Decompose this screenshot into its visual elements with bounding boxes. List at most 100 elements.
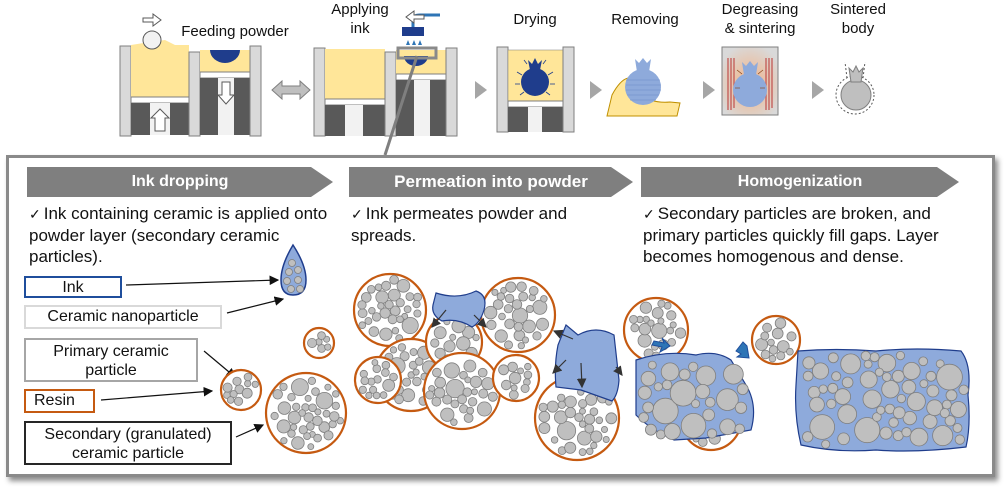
primary-particle — [501, 379, 512, 391]
flow-arrows — [431, 309, 623, 389]
primary-particle — [645, 423, 657, 436]
primary-particle — [401, 316, 419, 334]
primary-particle — [639, 301, 653, 314]
primary-particle — [432, 367, 442, 378]
primary-particle — [578, 399, 588, 409]
primary-particle — [925, 370, 937, 382]
primary-particle — [364, 317, 373, 325]
primary-particle — [456, 336, 471, 351]
legend-ink: Ink — [24, 276, 122, 298]
primary-particle — [771, 327, 784, 340]
secondary-particle — [491, 353, 541, 403]
secondary-particle — [533, 374, 621, 462]
primary-particle — [494, 329, 508, 343]
primary-particle — [584, 423, 595, 434]
primary-particle — [312, 415, 323, 427]
print-head-icon — [402, 27, 424, 36]
chevron-right-icon — [812, 81, 824, 99]
primary-particle — [877, 353, 897, 373]
primary-particle — [503, 304, 513, 314]
legend-secondary-ceramic-particle: Secondary (granulated) ceramic particle — [24, 421, 232, 465]
primary-particle — [520, 383, 530, 393]
stage-banner-permeation: Permeation into powder — [349, 167, 633, 197]
primary-particle — [368, 306, 376, 315]
primary-particle — [642, 315, 650, 323]
primary-particle — [837, 432, 850, 446]
primary-particle — [381, 360, 391, 370]
secondary-particle — [352, 272, 428, 348]
primary-particle — [918, 356, 928, 367]
primary-particle — [357, 308, 368, 319]
primary-particle — [536, 317, 550, 331]
secondary-particle — [422, 351, 502, 431]
primary-particle — [504, 293, 515, 304]
primary-particle — [590, 441, 598, 450]
primary-particle — [831, 371, 842, 382]
stage-description-homogenization: ✓Secondary particles are broken, and pri… — [643, 204, 939, 266]
primary-particle — [862, 389, 882, 409]
nanoparticle-pointer-arrow — [226, 296, 285, 314]
primary-particle — [691, 399, 701, 409]
primary-particle — [661, 379, 673, 391]
primary-particle — [433, 387, 446, 399]
primary-particle — [371, 359, 379, 366]
primary-particle — [307, 376, 316, 385]
primary-particle — [413, 309, 422, 318]
primary-particle — [919, 379, 929, 389]
primary-particle — [402, 377, 412, 387]
primary-particle — [307, 443, 315, 451]
legend-resin: Resin — [24, 389, 95, 413]
primary-particle — [651, 307, 664, 319]
primary-particle — [243, 372, 253, 382]
primary-particle — [860, 350, 871, 361]
primary-particle — [405, 292, 415, 302]
primary-particle — [434, 347, 446, 359]
primary-particle — [958, 384, 969, 396]
primary-particle — [663, 423, 681, 440]
primary-particle — [660, 362, 680, 382]
primary-particle — [734, 401, 748, 414]
primary-particle — [317, 343, 327, 353]
primary-particle — [459, 370, 468, 380]
primary-particle — [936, 363, 963, 391]
chevron-right-icon — [475, 81, 487, 99]
primary-particle — [891, 369, 905, 383]
primary-particle — [564, 407, 577, 419]
primary-particle — [888, 417, 899, 428]
primary-particle — [834, 388, 851, 405]
primary-particle — [381, 368, 390, 377]
primary-particle — [802, 356, 816, 370]
primary-particle — [387, 288, 401, 302]
primary-particle — [463, 413, 474, 423]
primary-particle — [366, 285, 376, 294]
primary-particle — [477, 367, 488, 378]
primary-particle — [496, 292, 506, 301]
primary-particle — [503, 340, 513, 350]
primary-particle — [372, 364, 382, 374]
primary-particle — [807, 385, 821, 399]
primary-particle — [802, 431, 814, 443]
primary-particle — [414, 357, 424, 366]
primary-particle — [922, 414, 938, 429]
primary-particle — [433, 326, 447, 340]
primary-particle — [317, 331, 326, 340]
ink-drops-icon — [406, 40, 422, 45]
primary-particle — [387, 314, 398, 325]
primary-particle — [736, 383, 749, 396]
primary-particle — [462, 325, 476, 339]
primary-particle — [954, 434, 965, 445]
primary-particle — [517, 367, 524, 375]
primary-particle — [840, 353, 862, 375]
primary-particle — [906, 392, 926, 412]
primary-particle — [523, 370, 533, 380]
primary-particle — [950, 401, 967, 418]
ink-pointer-arrow — [125, 275, 280, 286]
primary-particle — [379, 391, 388, 399]
primary-particle — [574, 412, 584, 423]
primary-particle — [786, 331, 797, 342]
primary-particle — [647, 360, 657, 370]
primary-particle — [863, 359, 873, 369]
primary-particle — [368, 326, 380, 337]
primary-particle — [589, 407, 599, 417]
legend-arrows — [100, 275, 285, 438]
